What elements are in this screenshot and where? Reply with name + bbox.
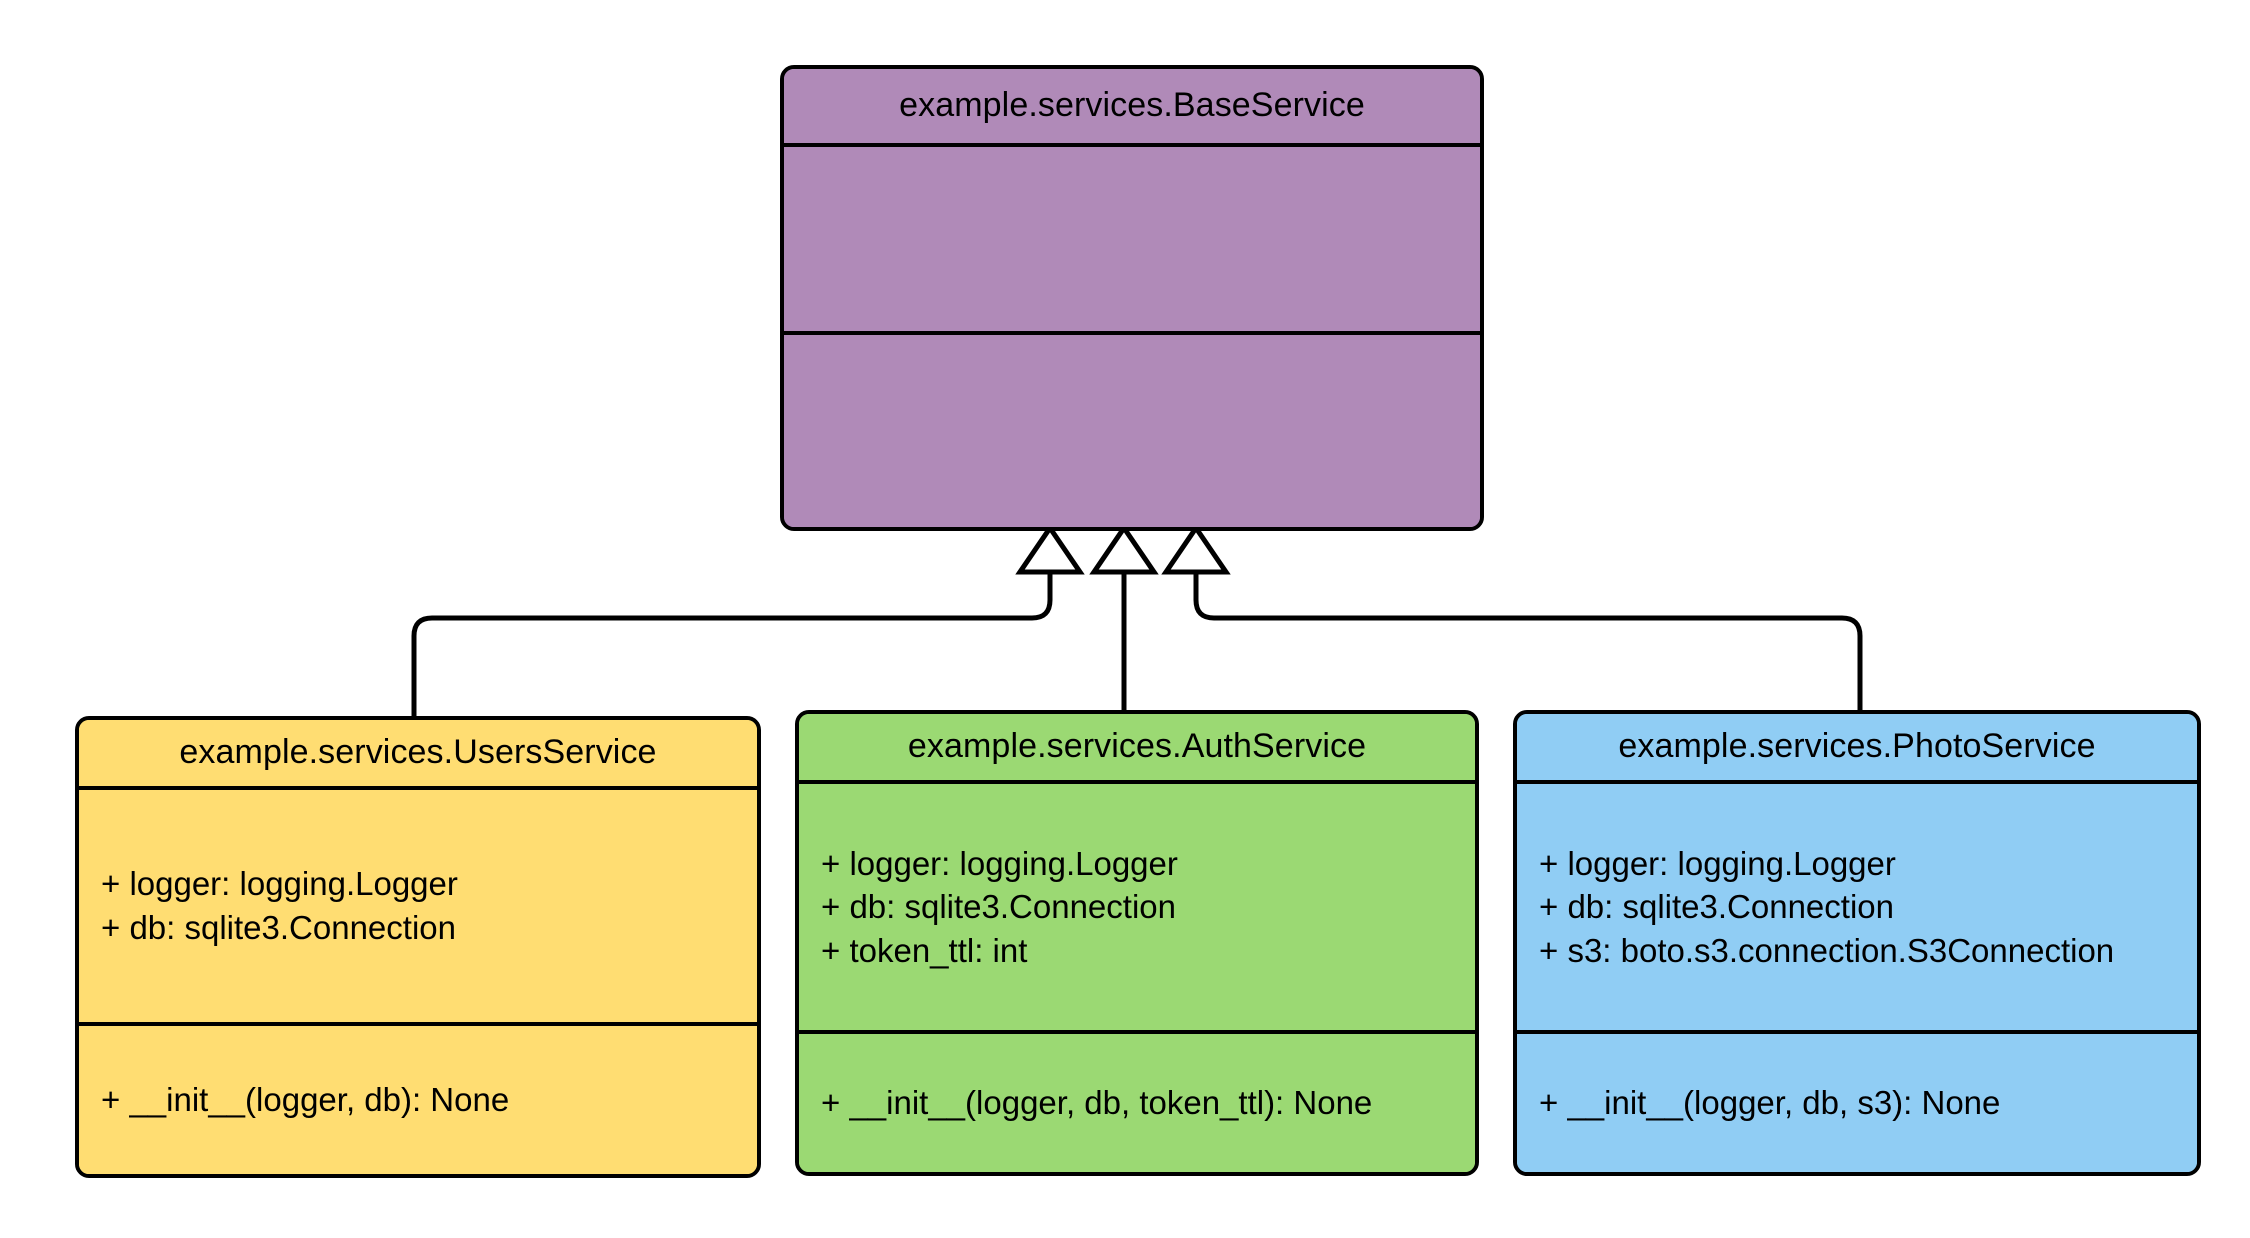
attributes-compartment-photo-service: + logger: logging.Logger + db: sqlite3.C… bbox=[1517, 784, 2197, 1030]
attributes-compartment-users-service: + logger: logging.Logger + db: sqlite3.C… bbox=[79, 790, 757, 1022]
hollow-triangle-icon bbox=[1089, 523, 1159, 575]
method-row: + __init__(logger, db, token_ttl): None bbox=[821, 1084, 1373, 1122]
attributes-compartment-base-service bbox=[784, 147, 1480, 331]
hollow-triangle-icon bbox=[1015, 523, 1085, 575]
hollow-triangle-icon bbox=[1161, 523, 1231, 575]
attribute-row: + token_ttl: int bbox=[821, 931, 1028, 969]
methods-compartment-auth-service: + __init__(logger, db, token_ttl): None bbox=[799, 1034, 1475, 1172]
method-row: + __init__(logger, db, s3): None bbox=[1539, 1084, 2001, 1122]
class-box-auth-service[interactable]: example.services.AuthService + logger: l… bbox=[795, 710, 1479, 1176]
class-name-users-service: example.services.UsersService bbox=[79, 720, 757, 786]
compartment-divider bbox=[799, 780, 1475, 784]
class-box-base-service[interactable]: example.services.BaseService bbox=[780, 65, 1484, 531]
class-name-auth-service: example.services.AuthService bbox=[799, 714, 1475, 780]
attribute-row: + db: sqlite3.Connection bbox=[821, 888, 1176, 926]
compartment-divider bbox=[1517, 780, 2197, 784]
class-name-base-service: example.services.BaseService bbox=[784, 69, 1480, 143]
edge-users-to-base[interactable] bbox=[411, 523, 1085, 716]
attributes-compartment-auth-service: + logger: logging.Logger + db: sqlite3.C… bbox=[799, 784, 1475, 1030]
attribute-row: + s3: boto.s3.connection.S3Connection bbox=[1539, 931, 2115, 969]
edge-auth-to-base[interactable] bbox=[1089, 523, 1159, 710]
methods-compartment-photo-service: + __init__(logger, db, s3): None bbox=[1517, 1034, 2197, 1172]
compartment-divider bbox=[79, 1022, 757, 1026]
compartment-divider bbox=[79, 786, 757, 790]
methods-compartment-users-service: + __init__(logger, db): None bbox=[79, 1026, 757, 1174]
attribute-row: + db: sqlite3.Connection bbox=[101, 909, 456, 946]
attribute-row: + logger: logging.Logger bbox=[101, 865, 458, 903]
attribute-row: + logger: logging.Logger bbox=[821, 844, 1178, 882]
attribute-row: + db: sqlite3.Connection bbox=[1539, 888, 1894, 926]
class-box-photo-service[interactable]: example.services.PhotoService + logger: … bbox=[1513, 710, 2201, 1176]
compartment-divider bbox=[1517, 1030, 2197, 1034]
class-box-users-service[interactable]: example.services.UsersService + logger: … bbox=[75, 716, 761, 1178]
compartment-divider bbox=[784, 143, 1480, 147]
compartment-divider bbox=[784, 331, 1480, 335]
edge-photo-to-base[interactable] bbox=[1161, 523, 1863, 710]
methods-compartment-base-service bbox=[784, 335, 1480, 527]
method-row: + __init__(logger, db): None bbox=[101, 1081, 510, 1119]
class-name-photo-service: example.services.PhotoService bbox=[1517, 714, 2197, 780]
attribute-row: + logger: logging.Logger bbox=[1539, 844, 1896, 882]
compartment-divider bbox=[799, 1030, 1475, 1034]
